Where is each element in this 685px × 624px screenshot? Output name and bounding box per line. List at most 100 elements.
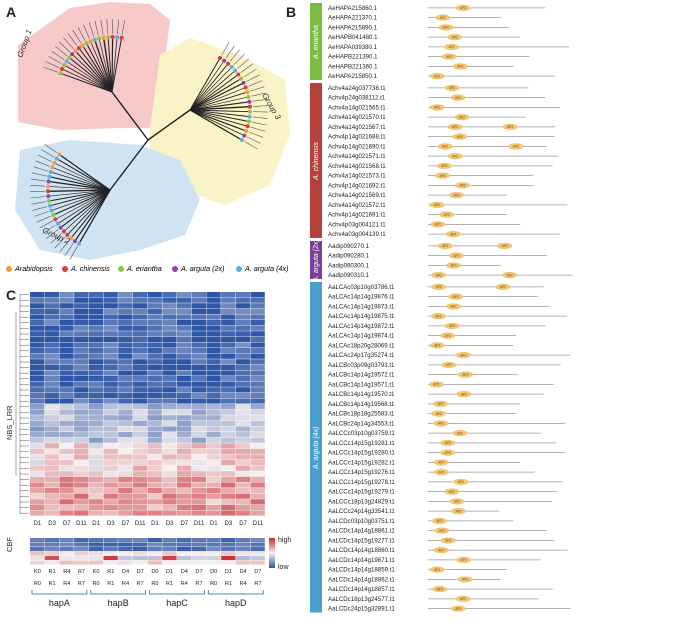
column-label: R4 [122,581,129,587]
tree-tip-dot [73,49,78,53]
ap2-domain [430,221,446,228]
heatmap-cell [177,493,192,499]
heatmap-cell [221,320,236,326]
heatmap-cell [235,348,251,354]
gene-label: Aadip090310.1 [328,272,370,279]
heatmap-cell [30,542,45,547]
heatmap-cell [103,353,118,359]
heatmap-cell [59,303,74,309]
heatmap-cell [162,432,177,438]
heatmap-cell [132,504,148,510]
heatmap-cell [206,376,221,382]
heatmap-cell [191,415,206,421]
heatmap-cell [88,297,104,303]
tree-tip-label [50,233,62,244]
heatmap-cell [30,353,45,359]
heatmap-cell [132,409,148,415]
heatmap-cell [235,320,251,326]
heatmap-cell [30,482,45,488]
heatmap-cell [74,348,89,354]
tree-tip-dot [240,138,244,142]
legend-label-arguta-4x: A. arguta (4x) [245,264,289,273]
heatmap-cell [235,325,251,331]
heatmap-cell [88,551,104,556]
ap2-domain-label: AP2 [507,273,513,277]
heatmap-cell [74,488,89,494]
heatmap-cell [206,398,221,404]
heatmap-cell [250,320,265,326]
heatmap-cell [191,359,206,365]
heatmap-cell [30,348,45,354]
heatmap-cell [191,504,206,510]
tree-tip-dot [222,58,227,63]
heatmap-cell [103,292,118,298]
heatmap-cell [132,292,148,298]
heatmap-cell [191,448,206,454]
heatmap-cell [30,303,45,309]
heatmap-cell [132,426,148,432]
ap2-domain-label: AP2 [456,509,462,513]
ap2-domain-label: AP2 [458,480,464,484]
heatmap-cell [250,471,265,477]
column-label: R0 [151,581,158,587]
ap2-domain-label: AP2 [436,412,442,416]
haplotype-bracket [31,590,88,595]
gene-label: AaLCAc18p20g28069.t1 [328,342,395,349]
ap2-domain [456,390,472,398]
tree-tip-label [251,121,267,126]
heatmap-cell [221,471,236,477]
column-label: D4 [122,569,129,575]
species-bar [310,83,322,238]
heatmap-cell [221,454,236,460]
ap2-domain-label: AP2 [439,529,445,533]
heatmap-cell [74,437,89,443]
heatmap-cell [250,499,265,505]
heatmap-cell [132,392,148,398]
heatmap-cell [162,437,177,443]
heatmap-cell [103,376,118,382]
heatmap-cell [206,336,221,342]
ap2-domain [437,143,453,150]
heatmap-cell [132,376,148,382]
heatmap-cell [191,370,206,376]
heatmap-cell [250,370,265,376]
heatmap-cell [177,432,192,438]
tree-tip-dot [58,225,63,230]
heatmap-cell [59,392,74,398]
heatmap-cell [206,551,221,556]
gene-label: AaLCBc14p14g19571.t1 [328,381,395,388]
column-label: D11 [76,521,87,527]
heatmap-cell [59,465,74,471]
heatmap-cell [206,381,221,387]
tree-tip-dot [50,165,55,170]
column-label: R1 [107,569,114,575]
heatmap-cell [103,560,118,565]
ap2-domain [428,381,444,388]
ap2-domain-label: AP2 [444,213,450,217]
heatmap-cell [191,297,206,303]
heatmap-cell [221,432,236,438]
heatmap-cell [132,556,148,561]
heatmap-cell [30,465,45,471]
gene-label: Achv4a14g021568.t1 [328,163,386,170]
heatmap-cell [44,556,59,561]
heatmap-cell [118,465,133,471]
column-label: D3 [107,521,115,527]
heatmap-cell [177,336,192,342]
ap2-domain-label: AP2 [440,16,446,20]
heatmap-cell [250,303,265,309]
heatmap-cell [162,482,177,488]
heatmap-cell [206,504,221,510]
gene-label: Aadip090280.1 [328,253,370,260]
heatmap-cell [103,547,118,552]
heatmap-cell [88,303,104,309]
tree-tip-label [237,58,249,69]
heatmap-cell [191,292,206,298]
ap2-domain [431,410,447,417]
heatmap-cell [162,488,177,494]
heatmap-cell [59,320,74,326]
ap2-domain [433,400,448,408]
ap2-domain-label: AP2 [443,26,449,30]
heatmap-cell [74,504,89,510]
tree-tip-label [250,86,265,92]
